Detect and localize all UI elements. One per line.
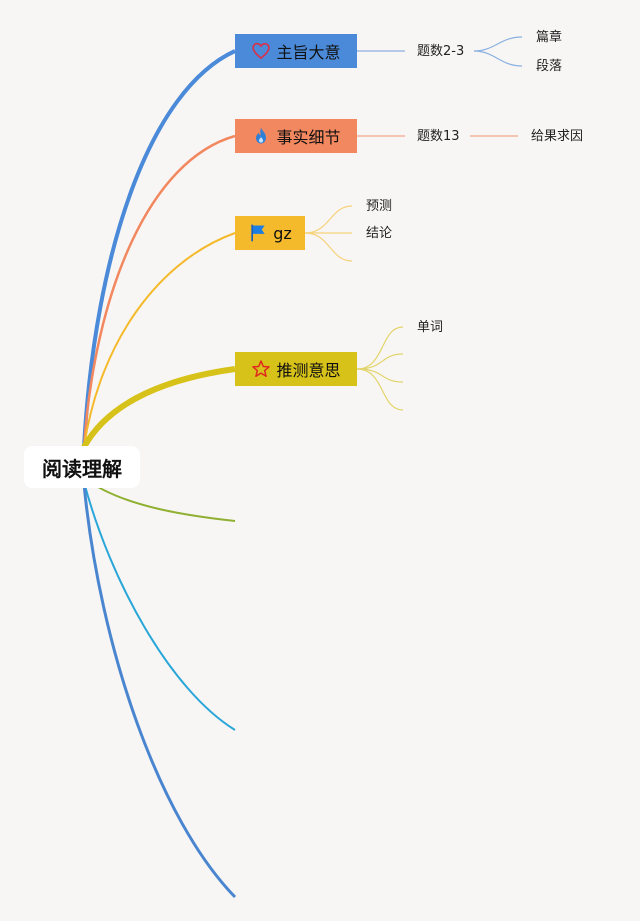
connector-gz-empty bbox=[304, 232, 353, 262]
branch-line-main-idea bbox=[82, 49, 236, 448]
branch-line-empty-2 bbox=[83, 481, 236, 731]
connector-paragraph bbox=[473, 50, 523, 67]
subtopic-predict[interactable]: 预测 bbox=[366, 199, 393, 214]
flag-icon bbox=[248, 223, 268, 243]
topic-gz[interactable]: gz bbox=[235, 216, 305, 250]
topic-fact-detail[interactable]: 事实细节 bbox=[235, 119, 357, 153]
subtopic-paragraph[interactable]: 段落 bbox=[536, 59, 563, 74]
subtopic-word[interactable]: 单词 bbox=[417, 320, 444, 335]
branch-line-inference bbox=[81, 366, 236, 449]
connector-inference-empty-2 bbox=[356, 368, 404, 383]
branch-line-empty-3 bbox=[82, 483, 237, 899]
topic-label: 事实细节 bbox=[276, 128, 341, 147]
connector-word bbox=[356, 326, 404, 370]
subtopic-chapter[interactable]: 篇章 bbox=[536, 30, 563, 45]
root-label: 阅读理解 bbox=[42, 456, 122, 481]
star-icon bbox=[251, 359, 271, 379]
subtopic-cause[interactable]: 给果求因 bbox=[531, 129, 584, 144]
topic-inference[interactable]: 推测意思 bbox=[235, 352, 357, 386]
topic-label: 主旨大意 bbox=[276, 43, 341, 62]
heart-icon bbox=[251, 41, 271, 61]
subtopic-main-idea-count[interactable]: 题数2-3 bbox=[417, 44, 465, 59]
topic-label: gz bbox=[273, 223, 292, 243]
root-node[interactable]: 阅读理解 bbox=[24, 446, 140, 488]
connector-predict bbox=[304, 205, 353, 234]
connector-chapter bbox=[473, 36, 523, 52]
topic-main-idea[interactable]: 主旨大意 bbox=[235, 34, 357, 68]
branch-line-fact-detail bbox=[82, 134, 236, 448]
connector-inference-empty-3 bbox=[356, 368, 404, 411]
topic-label: 推测意思 bbox=[276, 361, 341, 380]
flame-icon bbox=[251, 126, 271, 146]
connector-inference-empty-1 bbox=[356, 353, 404, 370]
subtopic-fact-count[interactable]: 题数13 bbox=[417, 129, 460, 144]
subtopic-conclusion[interactable]: 结论 bbox=[366, 226, 393, 241]
branch-line-gz bbox=[83, 232, 236, 448]
